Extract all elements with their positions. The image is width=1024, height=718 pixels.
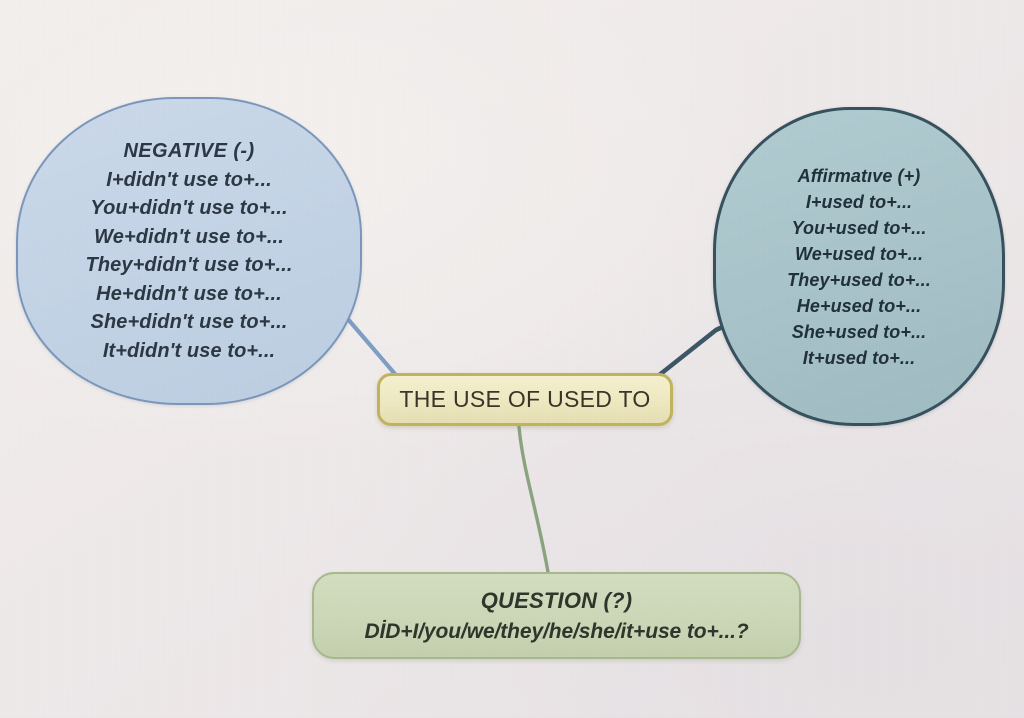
- question-content: QUESTION (?) DİD+I/you/we/they/he/she/it…: [314, 585, 799, 647]
- negative-line-5: He+didn't use to+...: [96, 282, 282, 305]
- question-title: QUESTION (?): [480, 587, 633, 613]
- node-center-topic[interactable]: THE USE OF USED TO: [377, 373, 673, 426]
- affirmative-line-3: We+used to+...: [794, 243, 924, 264]
- affirmative-content: Affirmatıve (+) I+used to+... You+used t…: [716, 163, 1002, 371]
- node-negative[interactable]: NEGATIVE (-) I+didn't use to+... You+did…: [16, 97, 362, 405]
- negative-title: NEGATIVE (-): [123, 140, 255, 162]
- node-question[interactable]: QUESTION (?) DİD+I/you/we/they/he/she/it…: [312, 572, 801, 659]
- negative-line-7: It+didn't use to+...: [102, 339, 276, 362]
- affirmative-line-6: She+used to+...: [791, 321, 927, 342]
- affirmative-line-5: He+used to+...: [796, 295, 922, 316]
- affirmative-title: Affirmatıve (+): [797, 165, 921, 186]
- negative-line-6: She+didn't use to+...: [90, 311, 288, 333]
- negative-line-4: They+didn't use to+...: [85, 254, 293, 276]
- affirmative-line-2: You+used to+...: [791, 217, 927, 238]
- connector-center-to-question: [517, 425, 550, 574]
- negative-line-3: We+didn't use to+...: [94, 225, 284, 248]
- affirmative-line-7: It+used to+...: [802, 347, 916, 368]
- center-topic-label: THE USE OF USED TO: [399, 386, 651, 412]
- negative-line-1: I+didn't use to+...: [106, 168, 272, 191]
- node-affirmative[interactable]: Affirmatıve (+) I+used to+... You+used t…: [713, 107, 1005, 426]
- negative-content: NEGATIVE (-) I+didn't use to+... You+did…: [18, 137, 360, 365]
- question-line-1: DİD+I/you/we/they/he/she/it+use to+...?: [364, 619, 749, 643]
- affirmative-line-4: They+used to+...: [787, 269, 931, 290]
- negative-line-2: You+didn't use to+...: [90, 197, 288, 219]
- affirmative-line-1: I+used to+...: [805, 191, 913, 212]
